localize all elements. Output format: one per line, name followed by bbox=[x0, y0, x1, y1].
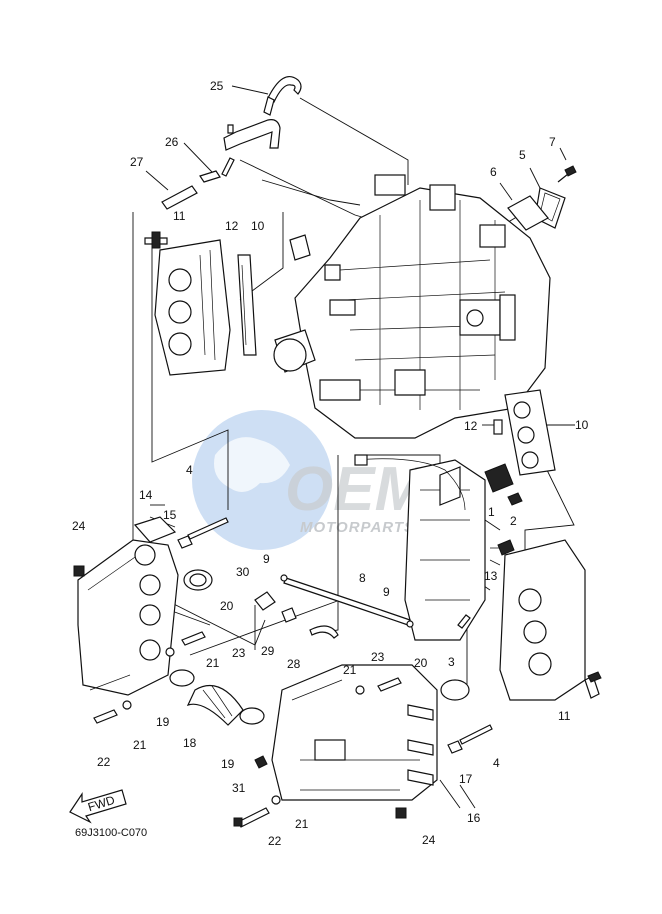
callout-1: 1 bbox=[488, 505, 495, 519]
callout-21-d: 21 bbox=[295, 817, 309, 831]
callout-9-right: 9 bbox=[383, 585, 390, 599]
callout-29: 29 bbox=[261, 644, 275, 658]
callout-20-right: 20 bbox=[414, 656, 428, 670]
callout-12-top: 12 bbox=[225, 219, 239, 233]
joint-part-30 bbox=[254, 591, 276, 611]
intake-manifold-lower-right bbox=[499, 539, 602, 701]
bracket-part-1 bbox=[484, 463, 514, 493]
diagram-code: 69J3100-C070 bbox=[75, 827, 147, 839]
callout-16: 16 bbox=[467, 811, 481, 825]
watermark-globe-icon bbox=[192, 410, 332, 550]
callout-24-right: 24 bbox=[422, 833, 436, 847]
bolt-part-15 bbox=[177, 535, 193, 549]
callout-8: 8 bbox=[359, 571, 366, 585]
callout-21-b: 21 bbox=[133, 738, 147, 752]
callout-13: 13 bbox=[484, 569, 498, 583]
bolt-part-4-right bbox=[459, 724, 493, 745]
callout-11-right: 11 bbox=[558, 709, 571, 723]
callout-9-left: 9 bbox=[263, 552, 270, 566]
callout-17: 17 bbox=[459, 772, 473, 786]
callout-23-left: 23 bbox=[232, 646, 246, 660]
hose-part-18 bbox=[186, 684, 244, 726]
clip-part-9-b bbox=[406, 620, 414, 628]
callout-11-top: 11 bbox=[173, 209, 186, 223]
callout-22-left: 22 bbox=[97, 755, 111, 769]
hose-part-8 bbox=[283, 577, 411, 626]
callout-21-a: 21 bbox=[206, 656, 220, 670]
watermark: OEM MOTORPARTS bbox=[192, 410, 428, 550]
callout-19-lower: 19 bbox=[221, 757, 235, 771]
clamp-part-19-upper bbox=[169, 669, 195, 687]
bolt-part-4-left bbox=[187, 517, 229, 540]
hose-part-28 bbox=[309, 625, 339, 639]
pin-part-12-right bbox=[493, 419, 503, 435]
ring-part-20-left bbox=[183, 569, 213, 591]
forward-arrow-icon: FWD bbox=[69, 789, 127, 824]
callout-15: 15 bbox=[163, 508, 177, 522]
callout-4-left: 4 bbox=[186, 463, 193, 477]
gasket-part-10-right bbox=[504, 389, 556, 476]
callout-10-right: 10 bbox=[575, 418, 589, 432]
callout-3: 3 bbox=[448, 655, 455, 669]
plate-part-6 bbox=[507, 195, 549, 231]
bolt-part-22-left bbox=[93, 709, 118, 724]
callout-24-left: 24 bbox=[72, 519, 86, 533]
callout-10-top: 10 bbox=[251, 219, 265, 233]
watermark-brand: OEM bbox=[285, 455, 428, 524]
intake-manifold-upper bbox=[144, 231, 231, 376]
callout-5: 5 bbox=[519, 148, 526, 162]
washer-part-21-a bbox=[165, 647, 175, 657]
callout-19-upper: 19 bbox=[156, 715, 170, 729]
gasket-part-10-left bbox=[237, 254, 257, 356]
bolt-part-23-right bbox=[377, 677, 402, 692]
watermark-sub: MOTORPARTS bbox=[300, 519, 415, 536]
bolt-part-2 bbox=[507, 492, 523, 506]
callout-7: 7 bbox=[549, 135, 556, 149]
callout-12-right: 12 bbox=[464, 419, 478, 433]
bolt-part-7 bbox=[557, 165, 577, 183]
clamp-part-19-lower bbox=[239, 707, 265, 725]
callout-labels: 25 26 27 11 12 10 7 5 6 12 10 1 2 14 15 … bbox=[72, 79, 589, 848]
callout-27: 27 bbox=[130, 155, 144, 169]
watermark-continent-shape bbox=[214, 437, 290, 492]
fuel-system-assembly bbox=[354, 454, 515, 641]
joint-part-29 bbox=[281, 607, 297, 623]
hose-part-25 bbox=[263, 76, 302, 116]
washer-part-21-c bbox=[355, 685, 365, 695]
washer-part-21-b bbox=[122, 700, 132, 710]
washer-part-21-d bbox=[271, 795, 281, 805]
callout-23-right: 23 bbox=[371, 650, 385, 664]
callout-14: 14 bbox=[139, 488, 153, 502]
callout-26: 26 bbox=[165, 135, 179, 149]
bolt-part-23-left bbox=[181, 631, 206, 646]
bolt-part-24-left bbox=[73, 565, 85, 577]
callout-21-c: 21 bbox=[343, 663, 357, 677]
callout-6: 6 bbox=[490, 165, 497, 179]
silencer-lower bbox=[271, 664, 438, 801]
hose-part-27 bbox=[161, 185, 198, 210]
callout-30: 30 bbox=[236, 565, 250, 579]
callout-22-right: 22 bbox=[268, 834, 282, 848]
nut-part-24-right bbox=[395, 807, 407, 819]
hose-part-26 bbox=[199, 119, 281, 183]
ring-part-20-right bbox=[440, 679, 470, 701]
silencer-left bbox=[77, 516, 179, 696]
callout-31: 31 bbox=[232, 781, 246, 795]
callout-4-right: 4 bbox=[493, 756, 500, 770]
callout-28: 28 bbox=[287, 657, 301, 671]
callout-20-left: 20 bbox=[220, 599, 234, 613]
clip-part-9-a bbox=[280, 574, 288, 582]
engine-block bbox=[273, 174, 551, 439]
callout-2: 2 bbox=[510, 514, 517, 528]
callout-18: 18 bbox=[183, 736, 197, 750]
bolt-part-22-right bbox=[233, 807, 270, 828]
bolt-part-17 bbox=[447, 740, 463, 754]
bolt-part-31 bbox=[254, 755, 268, 769]
callout-25: 25 bbox=[210, 79, 224, 93]
